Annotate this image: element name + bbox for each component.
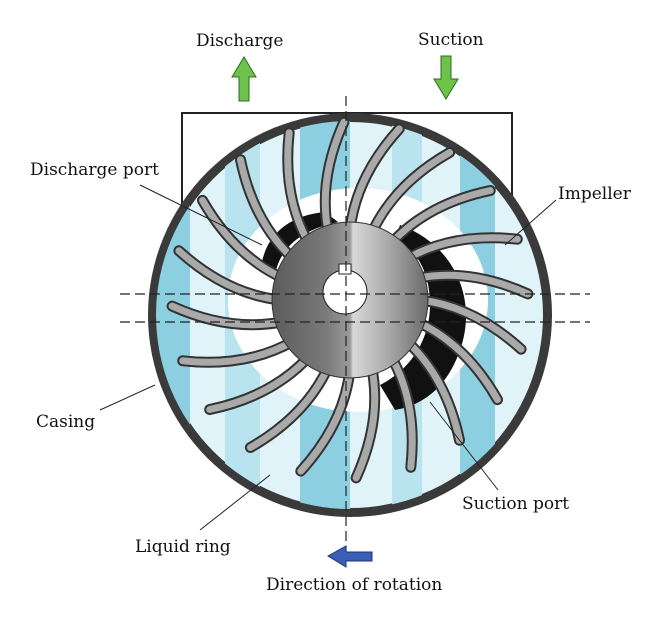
suction-label: Suction xyxy=(418,30,484,50)
impeller-blade-face xyxy=(321,118,348,237)
impeller-blade-face xyxy=(413,318,501,404)
impeller-blade-face xyxy=(403,234,521,263)
direction-of-rotation-label: Direction of rotation xyxy=(266,575,442,595)
impeller-blade-face xyxy=(297,366,354,475)
impeller-blade-face xyxy=(368,149,454,237)
impeller-blade-face xyxy=(246,363,332,451)
impeller-blade-face xyxy=(206,353,313,413)
impeller-blade-face xyxy=(387,187,494,247)
leader-lines xyxy=(99,184,557,531)
suction-port-label: Suction port xyxy=(462,494,569,514)
impeller-blade-face xyxy=(175,247,284,304)
impeller-blade-face xyxy=(284,129,313,247)
discharge-port-area xyxy=(262,212,338,270)
center-lines xyxy=(120,96,590,555)
impeller-blade-face xyxy=(199,196,287,282)
impeller-blade-face xyxy=(168,302,287,329)
impeller-blade-face xyxy=(179,337,297,366)
shaft-bore xyxy=(322,269,368,315)
impeller-blade-face xyxy=(346,125,403,234)
liquid-ring-label: Liquid ring xyxy=(135,537,231,557)
rotation-arrow-icon xyxy=(327,545,373,568)
impeller-blade-face xyxy=(416,296,525,353)
impeller-blade-face xyxy=(237,156,297,263)
impeller-blade-face xyxy=(413,271,532,298)
suction-arrow-icon xyxy=(433,55,459,100)
discharge-port-label: Discharge port xyxy=(30,160,159,180)
casing-label: Casing xyxy=(36,412,95,432)
impeller-blade-face xyxy=(403,337,463,444)
impeller-blade-face xyxy=(352,363,379,482)
impeller-blade-face xyxy=(387,353,416,471)
discharge-arrow-icon xyxy=(231,56,257,102)
impeller-label: Impeller xyxy=(558,184,632,204)
discharge-label: Discharge xyxy=(196,31,283,51)
impeller-blades xyxy=(166,116,534,484)
shaft-keyway xyxy=(338,263,352,275)
